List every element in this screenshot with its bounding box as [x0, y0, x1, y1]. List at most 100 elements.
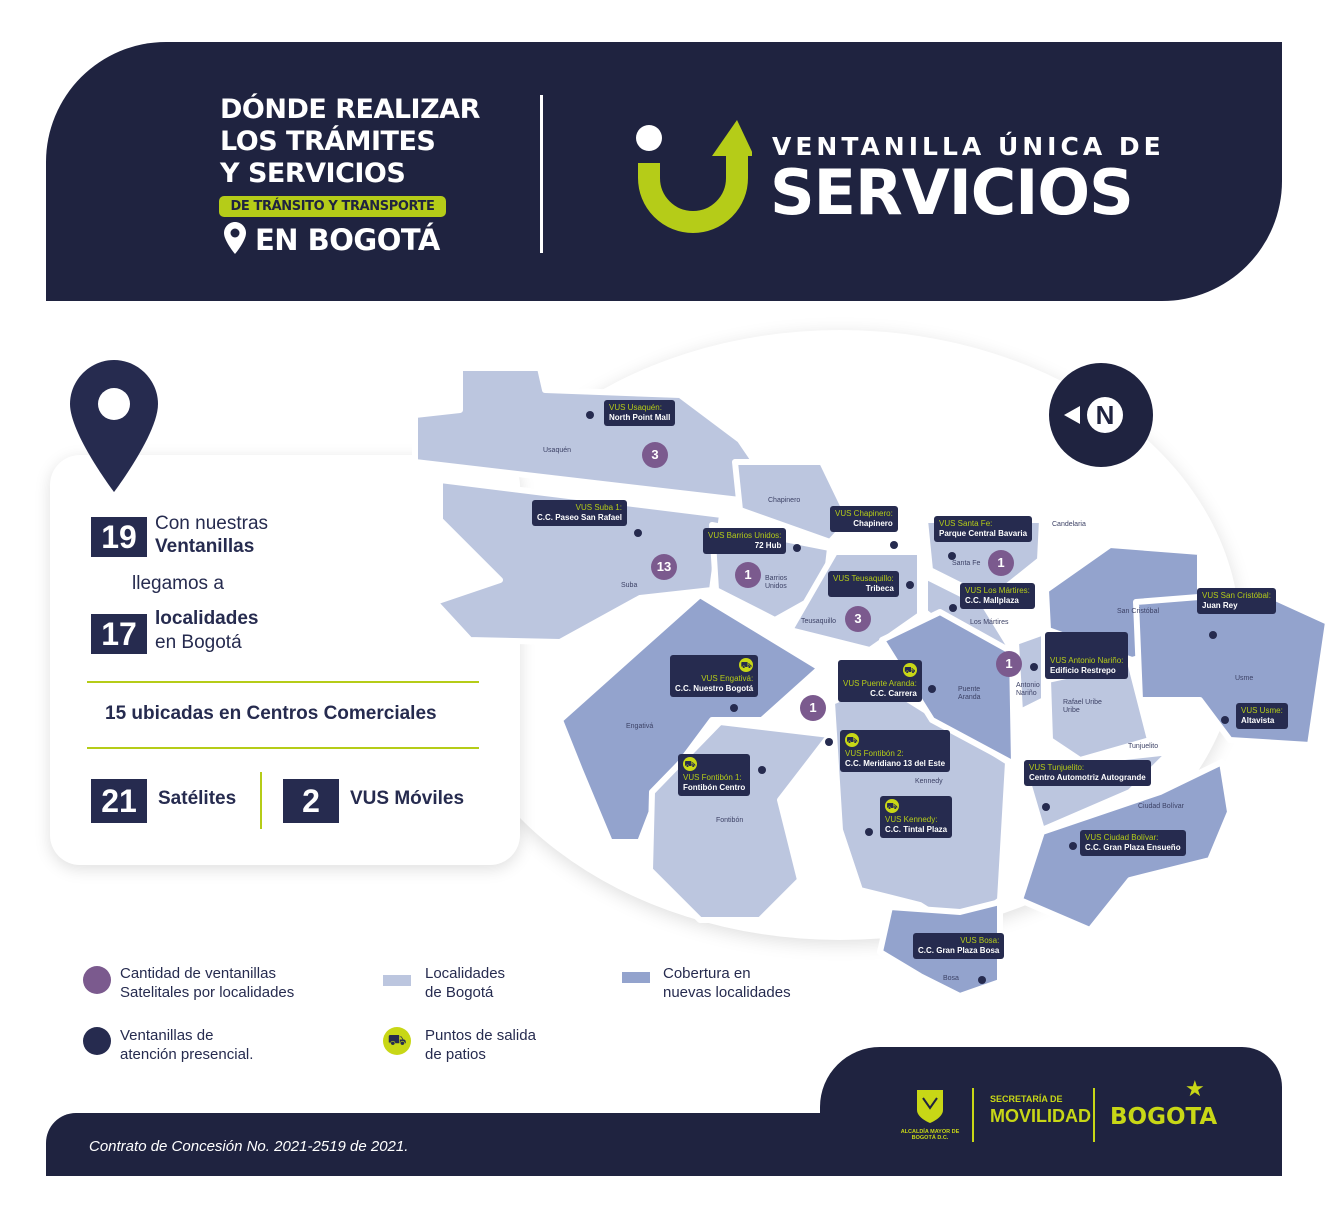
vus-location: Altavista: [1241, 716, 1275, 725]
district-label: San Cristóbal: [1117, 608, 1160, 615]
district-puente-aranda: [879, 609, 1017, 767]
vus-callout[interactable]: ⛟VUS Fontibón 1:Fontibón Centro: [678, 754, 751, 796]
vus-name: VUS Teusaquillo:: [833, 574, 894, 583]
ventanilla-marker[interactable]: [586, 411, 594, 419]
district-label: Teusaquillo: [801, 618, 837, 625]
vus-callout[interactable]: VUS Antonio Nariño:Edificio Restrepo: [1045, 632, 1129, 679]
ventanilla-count-badge: 1: [800, 695, 826, 721]
vus-location: C.C. Mallplaza: [965, 596, 1019, 605]
localidades-label: localidades: [155, 608, 259, 629]
alcaldia-logo: ALCALDÍA MAYOR DE BOGOTÁ D.C.: [898, 1088, 962, 1141]
vus-callout[interactable]: ⛟VUS Engativá:C.C. Nuestro Bogotá: [670, 655, 759, 697]
divider: [1093, 1088, 1095, 1142]
legend-cobertura-swatch: [622, 972, 650, 983]
ventanilla-marker[interactable]: [865, 828, 873, 836]
ventanillas-text: Con nuestras: [155, 513, 269, 534]
legend-text: de patios: [425, 1046, 486, 1063]
vus-callout[interactable]: VUS Usme:Altavista: [1236, 703, 1288, 729]
district-label: Rafael Uribe Uribe: [1063, 699, 1102, 714]
district-label: Santa Fe: [952, 560, 981, 567]
ventanilla-count-badge: 3: [642, 442, 668, 468]
header-title: DÓNDE REALIZAR LOS TRÁMITES Y SERVICIOS: [220, 94, 480, 190]
arrow-left-icon: [1064, 406, 1080, 424]
header-location: EN BOGOTÁ: [255, 223, 440, 257]
vus-callout[interactable]: VUS Bosa:C.C. Gran Plaza Bosa: [913, 933, 1005, 959]
vus-callout[interactable]: ⛟VUS Kennedy:C.C. Tintal Plaza: [880, 796, 953, 838]
vus-callout[interactable]: VUS Los Mártires:C.C. Mallplaza: [960, 583, 1035, 609]
ventanilla-marker[interactable]: [825, 738, 833, 746]
ventanilla-marker[interactable]: [730, 704, 738, 712]
ventanilla-marker[interactable]: [1221, 716, 1229, 724]
ventanilla-marker[interactable]: [949, 604, 957, 612]
ventanilla-marker[interactable]: [1030, 663, 1038, 671]
vus-logo-icon: [632, 118, 754, 238]
district-antonio-nariño: [1013, 629, 1047, 715]
district-label: Suba: [621, 582, 638, 589]
patio-truck-icon: ⛟: [902, 663, 917, 677]
ventanilla-marker[interactable]: [1042, 803, 1050, 811]
district-label: Puente Aranda: [958, 686, 981, 701]
north-compass: N: [1049, 363, 1153, 467]
title-line: LOS TRÁMITES: [220, 126, 436, 157]
ventanilla-marker[interactable]: [948, 552, 956, 560]
ventanilla-marker[interactable]: [634, 529, 642, 537]
vus-location: Tribeca: [865, 584, 894, 593]
vus-name: VUS Suba 1:: [575, 503, 622, 512]
patio-truck-icon: ⛟: [383, 1027, 411, 1055]
vus-callout[interactable]: VUS San Cristóbal:Juan Rey: [1197, 588, 1276, 614]
vus-name: VUS Ciudad Bolívar:: [1085, 833, 1159, 842]
ventanilla-marker[interactable]: [758, 766, 766, 774]
vus-callout[interactable]: VUS Tunjuelito:Centro Automotriz Autogra…: [1024, 760, 1151, 786]
satelites-count: 21: [91, 779, 147, 823]
llegamos-text: llegamos a: [132, 573, 224, 594]
footer-banner: [46, 1113, 1282, 1176]
district-label: Barrios Unidos: [765, 575, 788, 590]
vus-callout[interactable]: VUS Usaquén:North Point Mall: [604, 400, 676, 426]
vus-name: VUS Usaquén:: [609, 403, 662, 412]
legend-text: Localidades: [425, 965, 506, 982]
map-pin-icon: [70, 360, 158, 497]
vus-callout[interactable]: VUS Chapinero:Chapinero: [830, 506, 898, 532]
vus-callout[interactable]: ⛟VUS Puente Aranda:C.C. Carrera: [838, 660, 922, 702]
moviles-label: VUS Móviles: [350, 788, 465, 809]
ventanillas-count: 19: [91, 517, 147, 557]
vus-name: VUS Santa Fe:: [939, 519, 993, 528]
subtitle-pill: DE TRÁNSITO Y TRANSPORTE: [219, 196, 446, 217]
vus-name: VUS Kennedy:: [885, 815, 938, 824]
ventanilla-marker[interactable]: [928, 685, 936, 693]
vus-callout[interactable]: VUS Ciudad Bolívar:C.C. Gran Plaza Ensue…: [1080, 830, 1186, 856]
district-label: Kennedy: [915, 778, 943, 785]
ventanilla-marker[interactable]: [978, 976, 986, 984]
star-icon: ★: [1185, 1076, 1205, 1101]
ventanilla-marker[interactable]: [906, 581, 914, 589]
bogota-logo: BOGOTA: [1110, 1104, 1218, 1130]
vus-name: VUS Barrios Unidos:: [708, 531, 782, 540]
title-line: Y SERVICIOS: [220, 158, 406, 189]
district-label: Candelaria: [1052, 521, 1086, 528]
vus-callout[interactable]: VUS Suba 1:C.C. Paseo San Rafael: [532, 500, 627, 526]
vus-location: C.C. Meridiano 13 del Este: [845, 759, 946, 768]
ventanilla-marker[interactable]: [890, 541, 898, 549]
vus-callout[interactable]: VUS Teusaquillo:Tribeca: [828, 571, 899, 597]
vus-location: North Point Mall: [609, 413, 671, 422]
header-divider: [540, 95, 543, 253]
vus-location: C.C. Nuestro Bogotá: [675, 684, 754, 693]
alcaldia-text: ALCALDÍA MAYOR DE BOGOTÁ D.C.: [900, 1129, 960, 1141]
vus-callout[interactable]: VUS Barrios Unidos:72 Hub: [703, 528, 787, 554]
ventanilla-marker[interactable]: [1069, 842, 1077, 850]
title-line: DÓNDE REALIZAR: [220, 94, 480, 125]
legend-text: atención presencial.: [120, 1046, 254, 1063]
vus-name: VUS Puente Aranda:: [843, 679, 917, 688]
district-label: Ciudad Bolívar: [1138, 803, 1184, 810]
vus-callout[interactable]: VUS Santa Fe:Parque Central Bavaria: [934, 516, 1033, 542]
ventanilla-marker[interactable]: [1209, 631, 1217, 639]
moviles-count: 2: [283, 779, 339, 823]
vus-callout[interactable]: ⛟VUS Fontibón 2:C.C. Meridiano 13 del Es…: [840, 730, 951, 772]
district-label: Antonio Nariño: [1016, 682, 1040, 697]
ventanilla-count-badge: 13: [651, 554, 677, 580]
ventanilla-marker[interactable]: [793, 544, 801, 552]
vus-name: VUS Engativá:: [701, 674, 754, 683]
